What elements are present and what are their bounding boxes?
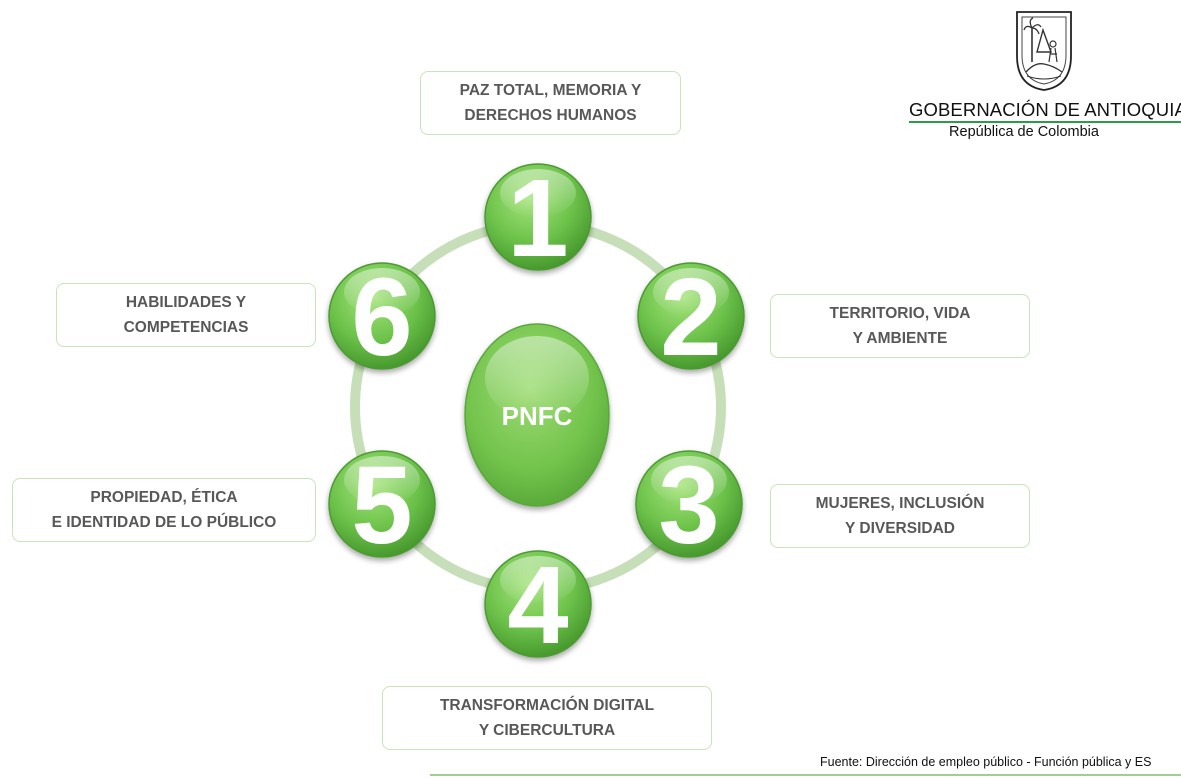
label-3-line-1: MUJERES, INCLUSIÓN	[815, 495, 985, 512]
node-3-gloss	[651, 456, 727, 504]
label-4-line-1: TRANSFORMACIÓN DIGITAL	[439, 697, 655, 714]
center-label: PNFC	[502, 401, 573, 431]
label-box-1: PAZ TOTAL, MEMORIA Y DERECHOS HUMANOS	[420, 71, 681, 135]
label-5-line-2: E IDENTIDAD DE LO PÚBLICO	[51, 514, 277, 531]
org-name: GOBERNACIÓN DE ANTIOQUIA	[909, 99, 1181, 120]
logo: GOBERNACIÓN DE ANTIOQUIA República de Co…	[905, 6, 1181, 156]
source-note: Fuente: Dirección de empleo público - Fu…	[820, 755, 1152, 769]
node-6-gloss	[344, 268, 420, 316]
label-6-line-1: HABILIDADES Y	[125, 294, 247, 311]
org-subtitle: República de Colombia	[949, 124, 1099, 140]
node-3: 3	[635, 444, 743, 567]
label-box-5: PROPIEDAD, ÉTICA E IDENTIDAD DE LO PÚBLI…	[12, 478, 316, 542]
label-4-line-2: Y CIBERCULTURA	[478, 722, 616, 739]
node-2: 2	[637, 256, 745, 379]
center-node	[464, 323, 610, 507]
node-4-number: 4	[507, 544, 568, 667]
node-2-gloss	[653, 268, 729, 316]
node-3-number: 3	[658, 444, 719, 567]
label-2-line-2: Y AMBIENTE	[852, 330, 948, 347]
node-4: 4	[484, 544, 592, 667]
label-5-line-1: PROPIEDAD, ÉTICA	[90, 489, 238, 506]
org-underline	[909, 121, 1181, 123]
label-box-2: TERRITORIO, VIDA Y AMBIENTE	[770, 294, 1030, 358]
node-1-gloss	[500, 169, 576, 217]
node-5-number: 5	[351, 444, 412, 567]
node-5-gloss	[344, 456, 420, 504]
node-5: 5	[328, 444, 436, 567]
label-1-line-1: PAZ TOTAL, MEMORIA Y	[459, 82, 642, 99]
label-3-line-2: Y DIVERSIDAD	[845, 520, 955, 537]
node-2-number: 2	[660, 256, 721, 379]
node-1: 1	[484, 157, 592, 280]
label-box-4: TRANSFORMACIÓN DIGITAL Y CIBERCULTURA	[382, 686, 712, 750]
node-6: 6	[328, 256, 436, 379]
node-6-number: 6	[351, 256, 412, 379]
label-6-line-2: COMPETENCIAS	[123, 319, 249, 336]
node-4-gloss	[500, 556, 576, 604]
footer-divider	[430, 774, 1181, 776]
label-2-line-1: TERRITORIO, VIDA	[829, 305, 971, 322]
node-1-number: 1	[507, 157, 568, 280]
label-1-line-2: DERECHOS HUMANOS	[464, 107, 637, 124]
label-box-6: HABILIDADES Y COMPETENCIAS	[56, 283, 316, 347]
label-box-3: MUJERES, INCLUSIÓN Y DIVERSIDAD	[770, 484, 1030, 548]
node-layer: 12 345 6	[328, 157, 745, 667]
antioquia-coat-of-arms-icon	[1016, 11, 1072, 91]
